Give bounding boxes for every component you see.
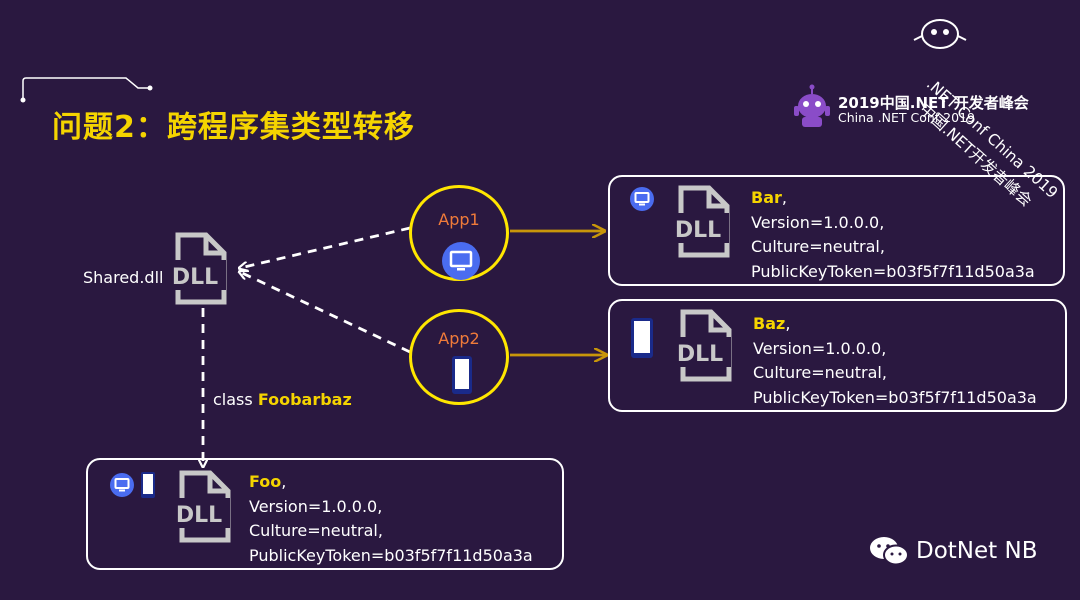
circuit-decoration-icon (20, 77, 153, 103)
bar-name: Bar (751, 188, 782, 207)
app1-node: App1 (409, 185, 509, 281)
foo-version: Version=1.0.0.0, (249, 496, 383, 516)
foo-name: Foo (249, 472, 282, 491)
link-label: class Foobarbaz (213, 390, 352, 409)
foo-dll-icon-text: DLL (176, 503, 222, 528)
conference-title-cn: 2019中国.NET 开发者峰会 (838, 94, 1029, 112)
bar-monitor-icon (630, 187, 654, 211)
app1-label: App1 (438, 210, 480, 229)
foo-assembly-text: Foo, Version=1.0.0.0, Culture=neutral, P… (249, 470, 533, 568)
foo-name-line: Foo, (249, 470, 533, 495)
bar-assembly-text: Bar, Version=1.0.0.0, Culture=neutral, P… (751, 186, 1035, 284)
app1-to-shared-arrow (240, 226, 411, 268)
bar-name-line: Bar, (751, 186, 1035, 211)
baz-token: PublicKeyToken=b03f5f7f11d50a3a (753, 387, 1037, 407)
foo-culture: Culture=neutral, (249, 521, 383, 540)
bar-version: Version=1.0.0.0, (751, 212, 885, 232)
bar-token: PublicKeyToken=b03f5f7f11d50a3a (751, 261, 1035, 281)
foo-name-comma: , (281, 472, 287, 491)
baz-assembly-box: DLL Baz, Version=1.0.0.0, Culture=neutra… (608, 299, 1067, 412)
foo-assembly-box: DLL Foo, Version=1.0.0.0, Culture=neutra… (86, 458, 564, 570)
link-label-prefix: class (213, 390, 253, 409)
link-label-class: Foobarbaz (257, 390, 352, 409)
slide-title: 问题2：跨程序集类型转移 (52, 110, 415, 145)
baz-name-line: Baz, (753, 312, 1037, 337)
foo-monitor-icon (110, 473, 134, 497)
bar-dll-icon-text: DLL (675, 218, 721, 243)
conference-mascot-icon (794, 84, 830, 127)
foo-dll-icon: DLL (168, 470, 231, 543)
bar-culture: Culture=neutral, (751, 237, 885, 256)
bar-name-comma: , (781, 188, 787, 207)
watermark-brand: DotNet NB (916, 538, 1038, 564)
bar-assembly-box: DLL Bar, Version=1.0.0.0, Culture=neutra… (608, 175, 1065, 286)
baz-dll-icon-text: DLL (677, 342, 723, 367)
baz-dll-icon: DLL (669, 309, 732, 382)
shared-dll-icon-text: DLL (172, 265, 218, 290)
wechat-icon (870, 537, 909, 566)
baz-culture: Culture=neutral, (753, 363, 887, 382)
foo-phone-icon (141, 472, 155, 498)
foo-token: PublicKeyToken=b03f5f7f11d50a3a (249, 545, 533, 565)
app2-to-shared-arrow (240, 272, 411, 354)
baz-version: Version=1.0.0.0, (753, 338, 887, 358)
baz-name: Baz (753, 314, 786, 333)
monitor-icon (442, 242, 480, 280)
conference-title-en: China .NET Conf 2019 (838, 110, 975, 125)
baz-assembly-text: Baz, Version=1.0.0.0, Culture=neutral, P… (753, 312, 1037, 410)
baz-name-comma: , (785, 314, 791, 333)
phone-icon (452, 356, 472, 394)
app2-label: App2 (438, 329, 480, 348)
badge-robot-icon (913, 19, 967, 49)
app2-node: App2 (409, 309, 509, 405)
shared-dll-icon: DLL (164, 232, 227, 305)
bar-dll-icon: DLL (667, 185, 730, 258)
baz-phone-icon (631, 318, 653, 358)
shared-dll-label: Shared.dll (83, 268, 164, 287)
